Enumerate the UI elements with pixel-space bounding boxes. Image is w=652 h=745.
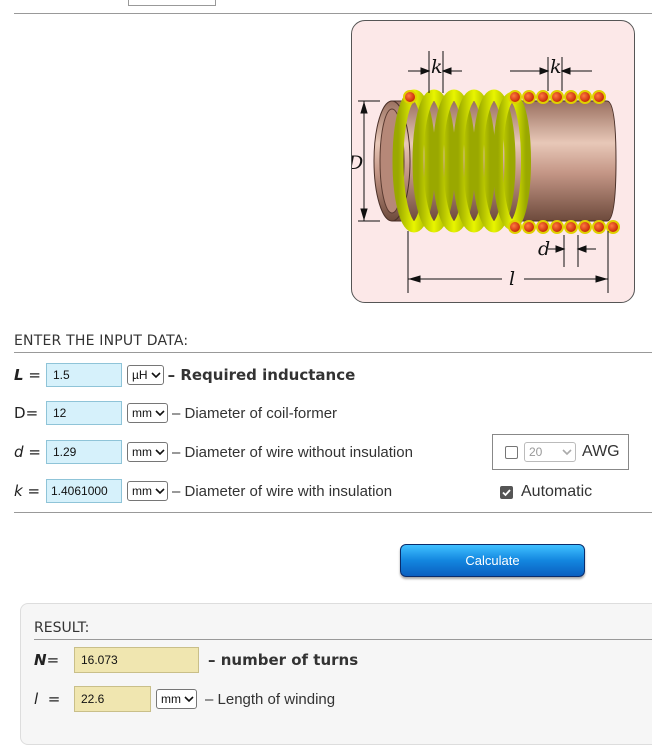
input-divider-bottom (14, 512, 652, 513)
automatic-checkbox[interactable] (500, 485, 513, 499)
top-divider (14, 13, 652, 14)
result-divider (34, 639, 652, 640)
input-row-wire-diameter: d = 1.29 mm – Diameter of wire without i… (14, 440, 413, 464)
awg-label: AWG (582, 443, 620, 460)
input-row-inductance: L = 1.5 µH – Required inductance (14, 363, 355, 387)
result-section-title: RESULT: (34, 620, 90, 636)
var-l: l (34, 690, 39, 708)
var-N: N (34, 651, 47, 669)
result-row-length: l = 22.6 mm – Length of winding (34, 686, 336, 712)
chevron-down-icon (155, 449, 165, 456)
wire-cross-sections (403, 90, 620, 234)
chevron-down-icon (562, 449, 572, 456)
awg-panel: 20 AWG (492, 434, 629, 470)
var-L: L (14, 366, 24, 384)
wire-diameter-unit-select[interactable]: mm (127, 442, 168, 462)
former-diameter-input[interactable]: 12 (46, 401, 122, 425)
turns-output: 16.073 (74, 647, 199, 673)
inductance-unit-select[interactable]: µH (127, 365, 164, 385)
var-k: k (14, 482, 23, 500)
chevron-down-icon (151, 372, 161, 379)
wire-diameter-input[interactable]: 1.29 (46, 440, 122, 464)
input-divider-top (14, 352, 652, 353)
diagram-label-d: d (538, 238, 550, 260)
diagram-label-k-right: k (550, 56, 562, 78)
diagram-label-l: l (509, 268, 515, 290)
chevron-down-icon (184, 696, 194, 703)
input-row-insulated-diameter: k = 1.4061000 mm – Diameter of wire with… (14, 479, 392, 503)
insulated-diameter-input[interactable]: 1.4061000 (46, 479, 122, 503)
turns-label: – number of turns (208, 651, 359, 669)
inductance-label: – Required inductance (167, 366, 356, 384)
diagram-label-D: D (352, 152, 363, 174)
former-diameter-label: – Diameter of coil-former (172, 404, 338, 422)
length-label: – Length of winding (205, 690, 336, 708)
former-diameter-unit-select[interactable]: mm (127, 403, 168, 423)
result-row-turns: N= 16.073 – number of turns (34, 647, 359, 673)
result-panel (20, 603, 652, 745)
calculate-button[interactable]: Calculate (400, 544, 585, 577)
automatic-option: Automatic (500, 483, 592, 501)
length-output: 22.6 (74, 686, 151, 712)
var-D: D (14, 404, 26, 422)
awg-select[interactable]: 20 (524, 442, 576, 462)
check-icon (502, 488, 511, 496)
coil-diagram: D k k d l (351, 20, 635, 303)
length-unit-select[interactable]: mm (156, 689, 197, 709)
top-input-edge[interactable] (128, 0, 216, 6)
awg-checkbox[interactable] (505, 445, 518, 459)
coil-turns (392, 89, 531, 233)
chevron-down-icon (155, 488, 165, 495)
diagram-label-k-left: k (431, 56, 443, 78)
insulated-diameter-label: – Diameter of wire with insulation (172, 482, 393, 500)
automatic-label: Automatic (521, 483, 593, 500)
input-section-title: ENTER THE INPUT DATA: (14, 333, 189, 349)
wire-diameter-label: – Diameter of wire without insulation (172, 443, 413, 461)
var-d: d (14, 443, 24, 461)
input-row-former-diameter: D= 12 mm – Diameter of coil-former (14, 401, 337, 425)
inductance-input[interactable]: 1.5 (46, 363, 122, 387)
chevron-down-icon (155, 410, 165, 417)
insulated-diameter-unit-select[interactable]: mm (127, 481, 168, 501)
